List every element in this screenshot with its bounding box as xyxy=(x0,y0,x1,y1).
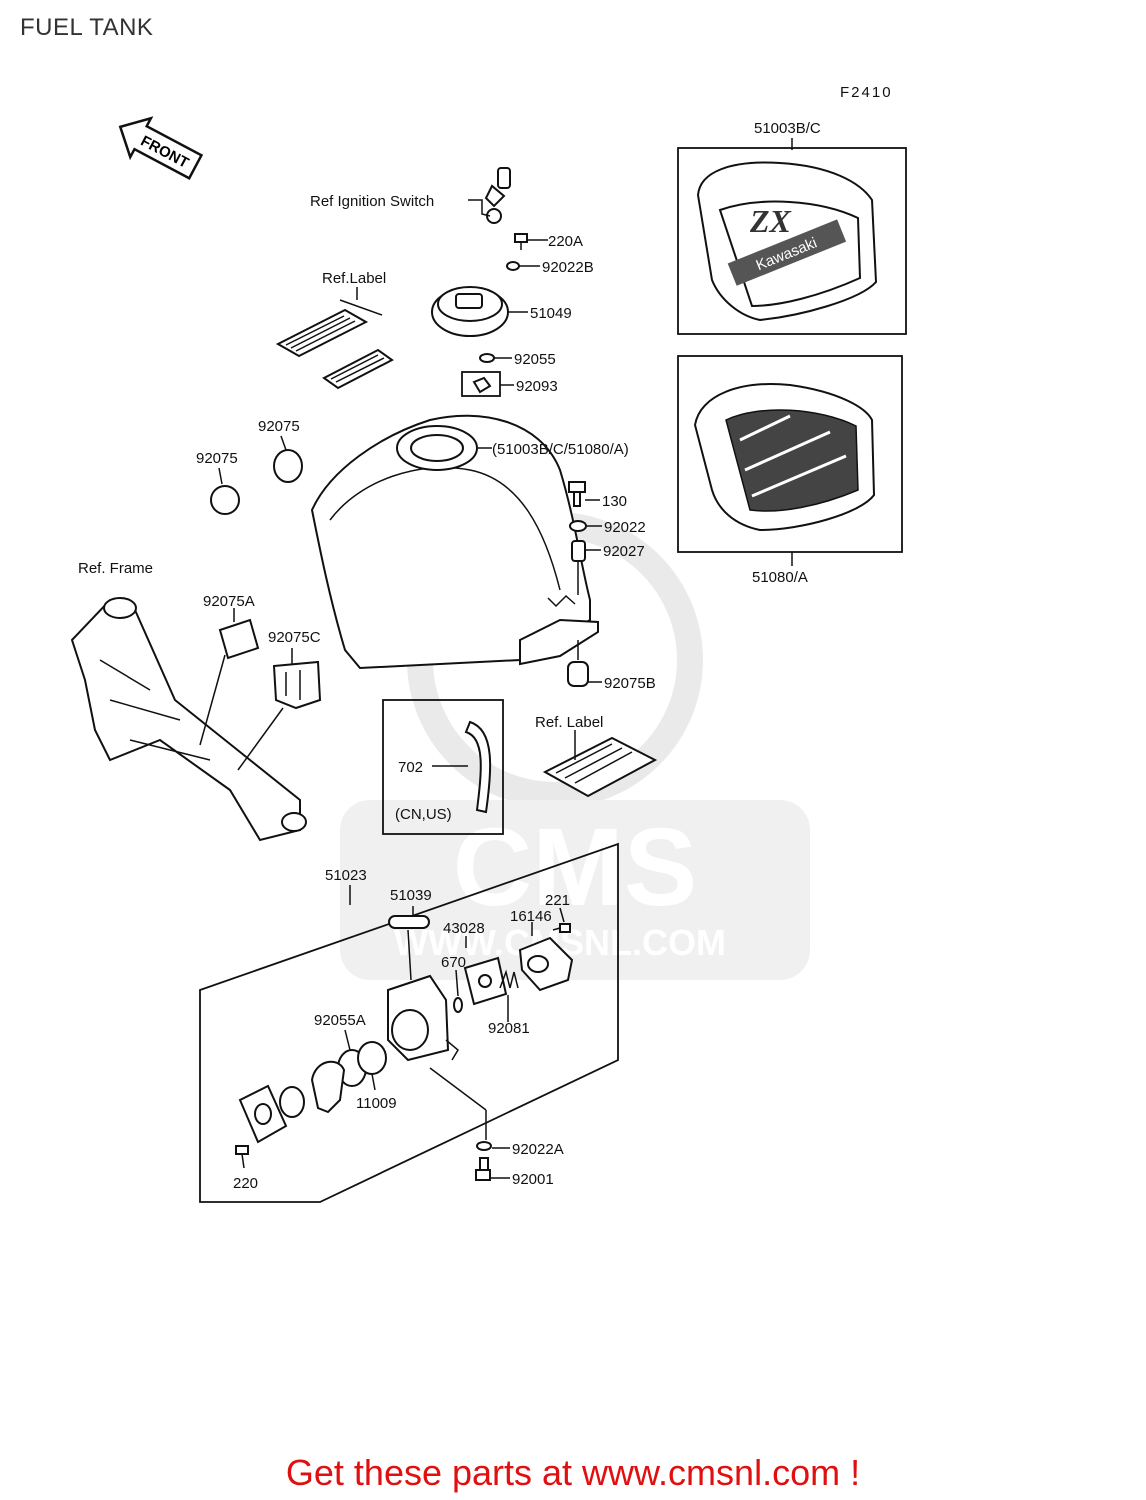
hose-702-icon xyxy=(432,720,492,814)
ignition-key-icon xyxy=(468,167,511,224)
part-670-label: 670 xyxy=(441,954,466,971)
part-92022b-label: 92022B xyxy=(542,259,594,276)
oring-670-icon xyxy=(453,969,463,1013)
ref-label-mid-text: Ref. Label xyxy=(535,714,603,731)
spring-92081-icon xyxy=(499,969,519,1022)
diaphragm-43028-icon xyxy=(463,936,508,1006)
part-92075a-label: 92075A xyxy=(203,593,255,610)
panel-51003bc-box xyxy=(677,147,907,335)
fuel-tank-icon xyxy=(310,414,599,670)
filter-11009-icon xyxy=(357,1041,387,1091)
ref-frame-label: Ref. Frame xyxy=(78,560,153,577)
part-43028-label: 43028 xyxy=(443,920,485,937)
part-92093-label: 92093 xyxy=(516,378,558,395)
parts-diagram: CMS WWW.CMSNL.COM F2410 FRONT Ref Igniti… xyxy=(70,84,907,1203)
grommet-92075-right-icon xyxy=(273,435,303,483)
part-92081-label: 92081 xyxy=(488,1020,530,1037)
pad-92075a-icon xyxy=(199,608,260,746)
washer-92022b-icon xyxy=(506,261,540,271)
front-arrow-icon: FRONT xyxy=(118,116,204,180)
frame-icon xyxy=(70,597,307,842)
fuel-tap-assembly-box xyxy=(199,842,619,1203)
part-51080a-label: 51080/A xyxy=(752,569,808,586)
part-702-label: 702 xyxy=(398,759,423,776)
part-92022a-label: 92022A xyxy=(512,1141,564,1158)
part-220a-label: 220A xyxy=(548,233,583,250)
fuel-tap-icon xyxy=(387,906,487,1111)
part-92075-a-label: 92075 xyxy=(196,450,238,467)
tank-ref-label: (51003B/C/51080/A) xyxy=(492,441,629,458)
grommet-92075b-icon xyxy=(567,640,602,687)
ref-label-top-text: Ref.Label xyxy=(322,270,386,287)
grommet-92075-left-icon xyxy=(210,467,240,515)
screw-220-icon xyxy=(235,1145,249,1169)
ref-label-sticker-icon xyxy=(275,287,394,390)
part-92075b-label: 92075B xyxy=(604,675,656,692)
svg-text:ZX: ZX xyxy=(749,203,792,239)
part-221-label: 221 xyxy=(545,892,570,909)
part-51049-label: 51049 xyxy=(530,305,572,322)
ref-label-sticker-mid-icon xyxy=(542,730,658,798)
cover-16146-icon xyxy=(518,922,574,992)
washer-92022-icon xyxy=(569,520,602,532)
watermark-text: CMS xyxy=(453,806,697,929)
oring-92055-icon xyxy=(479,353,512,363)
bracket-92075c-icon xyxy=(237,648,322,771)
part-51003bc-label: 51003B/C xyxy=(754,120,821,137)
page-title: FUEL TANK xyxy=(20,14,154,41)
strainer-icon xyxy=(310,1060,346,1114)
plate-icon xyxy=(238,1084,288,1144)
washer-92022a-icon xyxy=(476,1141,510,1151)
part-92027-label: 92027 xyxy=(603,543,645,560)
cn-us-label: (CN,US) xyxy=(395,806,452,823)
part-130-label: 130 xyxy=(602,493,627,510)
part-51023-label: 51023 xyxy=(325,867,367,884)
part-92001-label: 92001 xyxy=(512,1171,554,1188)
hose-702-box xyxy=(382,699,504,835)
part-51039-label: 51039 xyxy=(390,887,432,904)
collar-92027-icon xyxy=(571,540,601,595)
part-92055a-label: 92055A xyxy=(314,1012,366,1029)
part-16146-label: 16146 xyxy=(510,908,552,925)
bolt-92001-icon xyxy=(475,1157,510,1181)
ref-ignition-switch-label: Ref Ignition Switch xyxy=(310,193,434,210)
part-92022-label: 92022 xyxy=(604,519,646,536)
figure-code: F2410 xyxy=(840,84,893,101)
oring-small-icon xyxy=(279,1086,305,1118)
bolt-130-icon xyxy=(568,481,600,507)
bolt-220a-icon xyxy=(514,233,548,250)
part-11009-label: 11009 xyxy=(356,1095,397,1112)
call-to-action-link[interactable]: Get these parts at www.cmsnl.com ! xyxy=(285,1452,861,1493)
part-92093-icon xyxy=(461,371,514,397)
part-92075-b-label: 92075 xyxy=(258,418,300,435)
panel-51080a-box xyxy=(677,355,903,553)
tank-cover-graphic-icon xyxy=(693,383,876,532)
part-220-label: 220 xyxy=(233,1175,258,1192)
part-92055-label: 92055 xyxy=(514,351,556,368)
fuel-cap-icon xyxy=(431,286,528,337)
screw-221-icon xyxy=(552,907,571,933)
part-92075c-label: 92075C xyxy=(268,629,321,646)
tank-cover-decal-icon: ZX Kawasaki xyxy=(696,161,878,322)
